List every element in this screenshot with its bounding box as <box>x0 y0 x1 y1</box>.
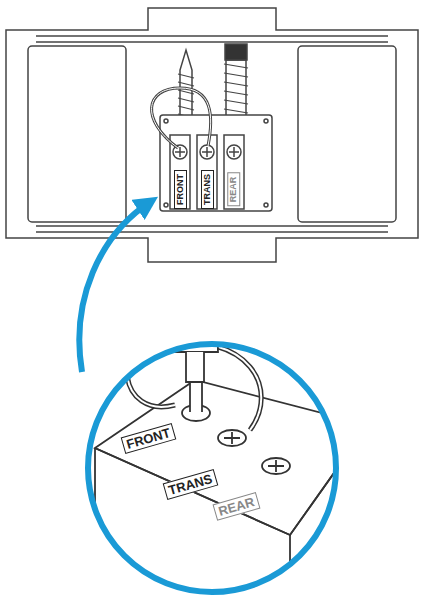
zoom-arrow <box>79 202 150 372</box>
screwdriver <box>172 271 218 352</box>
terminal-label: REAR <box>227 172 240 206</box>
chime-housing <box>6 8 418 262</box>
zoom-detail <box>95 271 368 600</box>
terminal-label: TRANS <box>201 170 214 209</box>
zoom-circle <box>88 344 336 592</box>
terminal-plate <box>160 115 272 211</box>
terminal-label: FRONT <box>174 170 187 209</box>
